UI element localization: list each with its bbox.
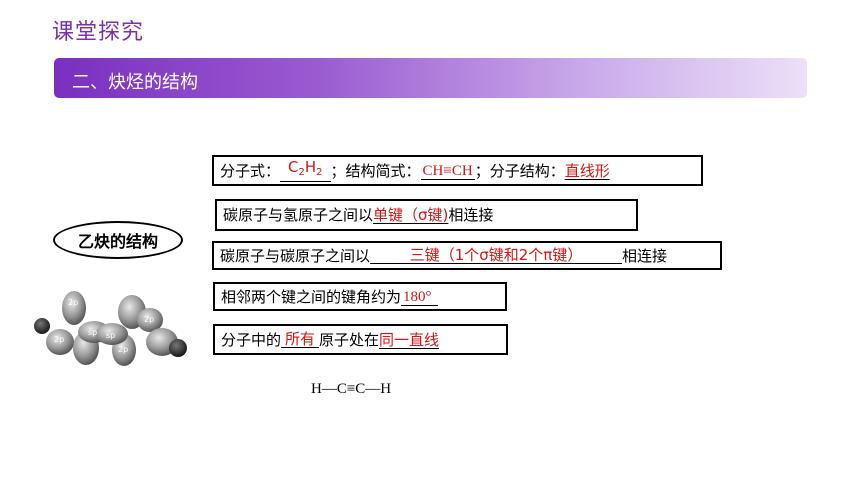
orbital-label: 2p <box>68 298 78 307</box>
formula-row: 分子式： C2H2 ；结构简式： CH≡CH ；分子结构： 直线形 <box>212 155 703 186</box>
same-line-answer: 同一直线 <box>379 330 440 349</box>
ch-bond-label: 碳原子与氢原子之间以 <box>223 206 374 224</box>
orbital-label: 2p <box>144 315 154 324</box>
orbital-label: 2p <box>118 345 128 354</box>
orbital-model-image: 2p 2p sp sp 2p 2p <box>34 291 187 366</box>
ch-bond-row: 碳原子与氢原子之间以 单键（σ键) 相连接 <box>215 199 638 231</box>
structural-formula-answer: CH≡CH <box>420 162 475 180</box>
ch-bond-suffix: 相连接 <box>448 206 494 224</box>
cc-bond-answer: 三键（1个σ键和2个π键） <box>370 247 623 264</box>
structural-formula: H—C≡C—H <box>311 381 392 397</box>
hydrogen-atom <box>34 318 50 334</box>
cc-bond-label: 碳原子与碳原子之间以 <box>220 246 371 265</box>
bond-angle-answer: 180° <box>401 288 438 306</box>
hydrogen-atom <box>169 339 187 357</box>
orbital-lobe <box>137 308 163 332</box>
orbital-label: sp <box>88 328 97 337</box>
collinear-mid: 原子处在 <box>319 330 380 349</box>
structural-label: ；结构简式： <box>330 161 421 180</box>
collinear-label: 分子中的 <box>221 330 282 349</box>
all-atoms-answer: 所有 <box>281 331 320 348</box>
bond-angle-row: 相邻两个键之间的键角约为 180° <box>213 282 507 311</box>
ch-bond-answer: 单键（σ键) <box>373 206 449 224</box>
acetylene-structure-label: 乙炔的结构 <box>53 221 183 259</box>
cc-bond-row: 碳原子与碳原子之间以 三键（1个σ键和2个π键） 相连接 <box>212 241 722 270</box>
orbital-label: 2p <box>54 335 64 344</box>
molecular-formula-answer: C2H2 <box>280 159 331 182</box>
cc-bond-suffix: 相连接 <box>622 246 668 265</box>
orbital-lobe <box>46 329 74 355</box>
collinear-row: 分子中的 所有 原子处在 同一直线 <box>213 324 508 355</box>
molecular-shape-answer: 直线形 <box>564 161 610 180</box>
bond-angle-label: 相邻两个键之间的键角约为 <box>221 287 402 306</box>
orbital-label: sp <box>106 331 115 340</box>
section-bar <box>54 58 807 98</box>
page-title: 课堂探究 <box>52 20 145 45</box>
shape-label: ；分子结构： <box>474 161 565 180</box>
formula-label: 分子式： <box>220 161 281 180</box>
section-title: 二、炔烃的结构 <box>72 72 198 93</box>
orbital-lobe <box>62 291 86 325</box>
orbital-lobe <box>96 323 128 345</box>
